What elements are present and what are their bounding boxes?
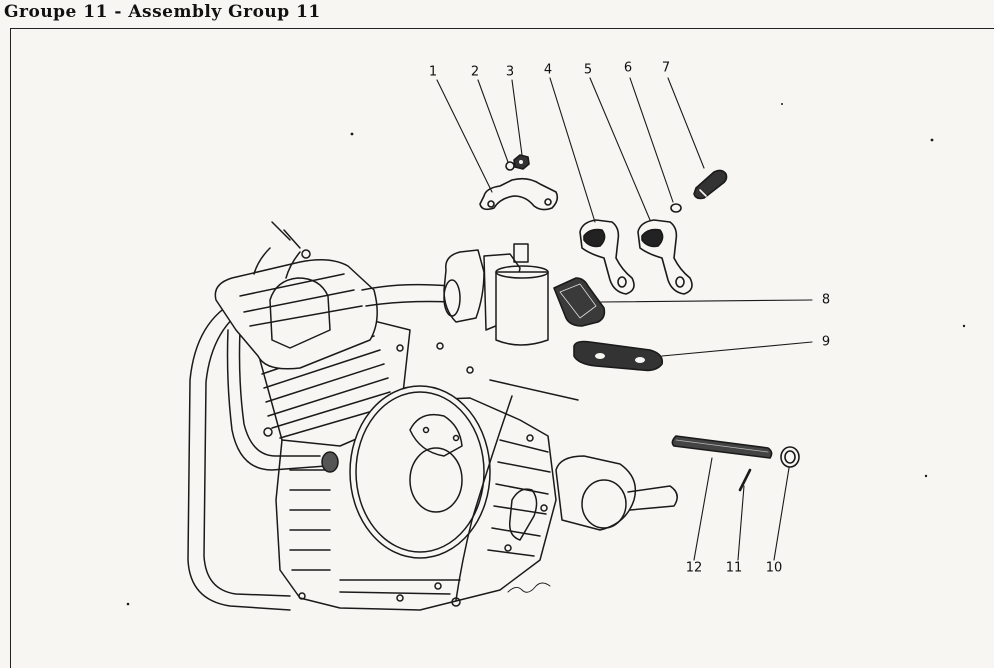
artist-signature bbox=[507, 582, 551, 593]
leader-4 bbox=[549, 77, 596, 223]
diagram-frame bbox=[10, 28, 994, 668]
part-12-rocker-shaft bbox=[671, 435, 773, 459]
part-10-washer bbox=[780, 446, 800, 468]
callout-6: 6 bbox=[623, 60, 633, 76]
part-6-ball bbox=[670, 203, 682, 213]
leader-6 bbox=[629, 77, 674, 203]
leader-3 bbox=[511, 79, 523, 156]
part-4-rocker-arm bbox=[579, 219, 635, 295]
part-5-rocker-arm bbox=[637, 219, 693, 295]
leader-9 bbox=[661, 341, 813, 357]
leader-12 bbox=[693, 457, 713, 561]
callout-11: 11 bbox=[725, 560, 743, 576]
paper-specks bbox=[126, 103, 966, 606]
leader-5 bbox=[589, 77, 651, 221]
callout-9: 9 bbox=[821, 334, 831, 350]
callout-12: 12 bbox=[685, 560, 703, 576]
engine-assembly bbox=[187, 221, 678, 611]
part-11-pin bbox=[738, 468, 752, 492]
callout-7: 7 bbox=[661, 60, 671, 76]
callout-10: 10 bbox=[765, 560, 783, 576]
part-8-cover-plate bbox=[553, 277, 606, 327]
part-9-gasket bbox=[573, 340, 664, 372]
leader-7 bbox=[667, 77, 705, 169]
leader-10 bbox=[773, 467, 790, 561]
callout-4: 4 bbox=[543, 62, 553, 78]
leader-11 bbox=[737, 485, 745, 561]
callout-5: 5 bbox=[583, 62, 593, 78]
callout-2: 2 bbox=[470, 64, 480, 80]
part-7-adjusting-screw bbox=[693, 169, 728, 200]
callout-1: 1 bbox=[428, 64, 438, 80]
leader-1 bbox=[436, 79, 493, 193]
callout-8: 8 bbox=[821, 292, 831, 308]
leader-lines bbox=[436, 77, 813, 561]
leader-8 bbox=[599, 299, 813, 303]
part-3-nut bbox=[513, 154, 530, 170]
leader-2 bbox=[477, 79, 509, 163]
callout-3: 3 bbox=[505, 64, 515, 80]
part-1-clamp-bracket bbox=[479, 177, 559, 211]
part-2-washer bbox=[505, 161, 515, 171]
page-title: Groupe 11 - Assembly Group 11 bbox=[4, 2, 321, 22]
